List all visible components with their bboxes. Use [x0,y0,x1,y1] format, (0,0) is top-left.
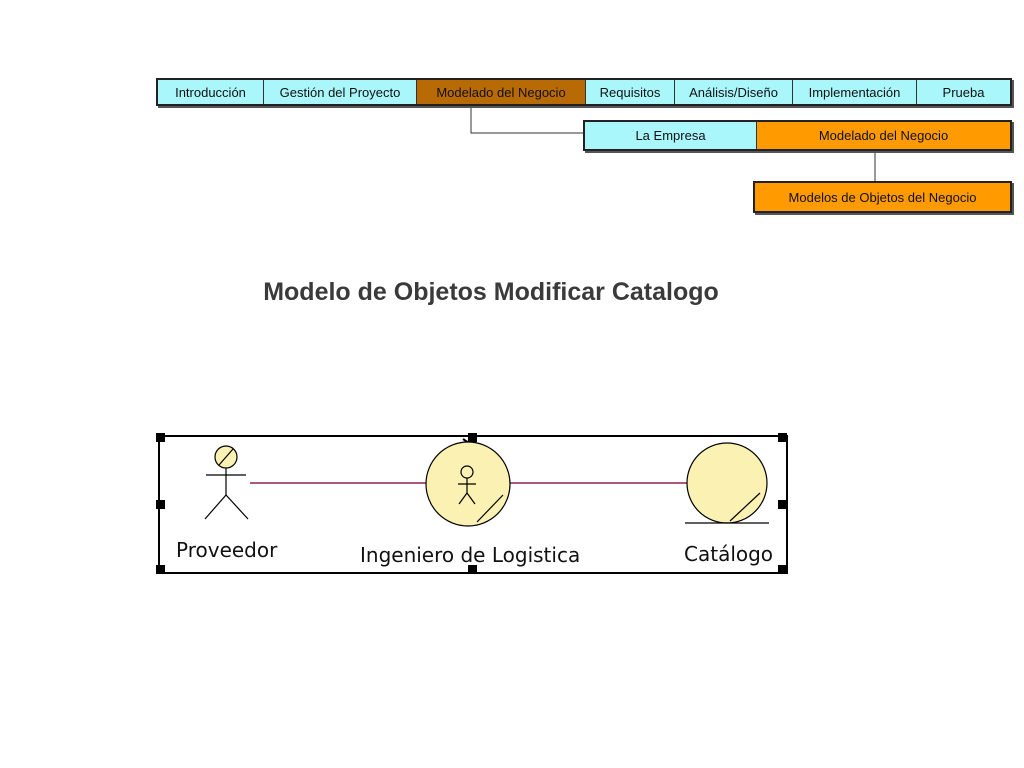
selection-handle-top-right[interactable] [778,433,787,442]
object-model-diagram[interactable]: Proveedor Ingeniero de Logistica Catálog… [156,433,788,574]
selection-handle-bottom-center[interactable] [468,565,477,574]
tab-prueba[interactable]: Prueba [917,80,1010,104]
tab-introduccion[interactable]: Introducción [158,80,264,104]
tab-implementacion[interactable]: Implementación [793,80,917,104]
leaf-modelos-objetos[interactable]: Modelos de Objetos del Negocio [753,181,1012,213]
subtab-modelado-negocio[interactable]: Modelado del Negocio [757,122,1010,149]
diagram-canvas [204,438,769,527]
selection-handle-middle-left[interactable] [156,500,165,509]
actor-label: Proveedor [176,538,278,562]
selection-handle-bottom-left[interactable] [156,565,165,574]
selection-handle-top-left[interactable] [156,433,165,442]
tab-gestion-proyecto[interactable]: Gestión del Proyecto [264,80,417,104]
business-actor-icon [204,445,249,520]
main-nav-bar: Introducción Gestión del Proyecto Modela… [156,78,1012,106]
worker-label: Ingeniero de Logistica [360,543,581,567]
tab-modelado-negocio[interactable]: Modelado del Negocio [417,80,586,104]
page-title: Modelo de Objetos Modificar Catalogo [263,278,719,306]
selection-handle-top-center[interactable] [468,433,477,442]
entity-label: Catálogo [684,542,774,566]
tab-requisitos[interactable]: Requisitos [586,80,675,104]
selection-handle-bottom-right[interactable] [778,565,787,574]
selection-handle-middle-right[interactable] [778,500,787,509]
sub-nav-bar: La Empresa Modelado del Negocio [583,120,1012,151]
business-entity-icon [685,442,769,524]
subtab-la-empresa[interactable]: La Empresa [585,122,757,149]
tab-analisis-diseno[interactable]: Análisis/Diseño [675,80,793,104]
business-worker-icon [425,438,511,527]
